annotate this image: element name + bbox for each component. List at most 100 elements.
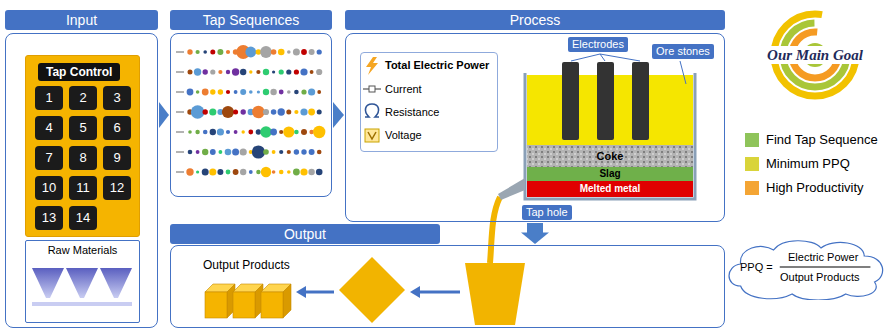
sequence-dot bbox=[301, 149, 306, 154]
flow-head bbox=[333, 102, 344, 128]
sequence-dot bbox=[242, 130, 245, 133]
sequence-dot bbox=[293, 49, 300, 56]
sequence-dot bbox=[196, 170, 199, 173]
sequence-dot bbox=[203, 69, 208, 74]
panel: Tap Sequences bbox=[170, 10, 332, 197]
sequence-dot bbox=[252, 145, 265, 158]
sequence-dot bbox=[196, 50, 200, 54]
panel-body bbox=[170, 33, 332, 197]
row-mark bbox=[176, 51, 184, 53]
sequence-dot bbox=[317, 90, 321, 94]
legend-swatch bbox=[745, 181, 759, 195]
sequence-dot bbox=[187, 89, 194, 96]
part-label: Slag bbox=[599, 168, 620, 180]
sequence-dot bbox=[203, 50, 207, 54]
part-label: Tap hole bbox=[522, 205, 572, 220]
flow-head bbox=[521, 232, 549, 244]
raw-materials-box: Raw Materials bbox=[25, 240, 140, 323]
sequence-dot bbox=[196, 90, 200, 94]
sequence-dot bbox=[260, 126, 272, 138]
tap-control-panel: Tap Control1234567891011121314 bbox=[25, 55, 140, 237]
legend-text: Find Tap Sequence bbox=[766, 132, 878, 148]
ingot-front bbox=[233, 292, 255, 318]
sequence-dot bbox=[294, 90, 299, 95]
sequence-dot bbox=[217, 128, 224, 135]
sequence-dot bbox=[279, 69, 284, 74]
sequence-dot bbox=[240, 169, 246, 175]
button-number: 5 bbox=[69, 116, 97, 140]
sequence-dot bbox=[252, 106, 265, 119]
panel: Output bbox=[170, 224, 725, 328]
sequence-dot bbox=[272, 70, 275, 73]
sequence-dot bbox=[260, 46, 272, 58]
sequence-dot bbox=[245, 47, 256, 58]
sequence-dot bbox=[240, 69, 246, 75]
sequence-dot bbox=[310, 70, 314, 74]
formula-left: PPQ = bbox=[740, 261, 773, 274]
sequence-dot bbox=[283, 126, 294, 137]
sequence-dot bbox=[271, 49, 277, 55]
sequence-dot bbox=[234, 90, 238, 94]
sequence-dot bbox=[257, 90, 260, 93]
sequence-dot bbox=[232, 149, 239, 156]
sequence-dot bbox=[187, 49, 192, 54]
sequence-dot bbox=[188, 150, 193, 155]
sequence-dot bbox=[249, 70, 252, 73]
sequence-dot bbox=[287, 90, 291, 94]
tap-button: 8 bbox=[69, 146, 97, 170]
sequence-dot bbox=[263, 149, 269, 155]
panel-title: Tap Sequences bbox=[170, 10, 332, 30]
tap-button: 11 bbox=[69, 176, 97, 200]
flow-arrow bbox=[521, 223, 549, 244]
sequence-dot bbox=[188, 130, 192, 134]
melt-stream bbox=[490, 197, 500, 263]
sequence-dot bbox=[217, 49, 223, 55]
power-icons bbox=[363, 57, 381, 142]
panel-body bbox=[170, 245, 725, 328]
sequence-dot bbox=[317, 49, 322, 54]
part-label: Electrodes bbox=[568, 37, 628, 52]
button-number: 4 bbox=[35, 116, 63, 140]
ingot-front bbox=[205, 292, 227, 318]
raw-funnels bbox=[32, 268, 132, 306]
sequence-dot bbox=[218, 89, 223, 94]
sequence-dot bbox=[287, 50, 291, 54]
sequence-dot bbox=[271, 109, 277, 115]
sequence-dot bbox=[188, 70, 193, 75]
sequence-dot bbox=[202, 149, 208, 155]
button-number: 7 bbox=[35, 146, 63, 170]
sequence-dot bbox=[287, 150, 291, 154]
sequence-dot bbox=[210, 149, 216, 155]
fraction-bar bbox=[780, 267, 871, 268]
sequence-dot bbox=[294, 110, 298, 114]
panel-title: Process bbox=[345, 10, 725, 30]
sequence-dot bbox=[191, 105, 205, 119]
sequence-dot bbox=[261, 167, 271, 177]
button-number: 8 bbox=[69, 146, 97, 170]
sequence-dot bbox=[202, 89, 209, 96]
sequence-dot bbox=[270, 89, 276, 95]
quantity-name: Resistance bbox=[385, 105, 439, 119]
panel-header: Input bbox=[5, 10, 158, 30]
sequence-dot bbox=[279, 150, 283, 154]
legend-text: High Productivity bbox=[766, 180, 864, 196]
sequence-dot bbox=[278, 49, 285, 56]
sequence-dot bbox=[210, 50, 215, 55]
sequence-dot bbox=[309, 149, 315, 155]
row-mark bbox=[176, 71, 184, 73]
sequence-dot bbox=[263, 69, 269, 75]
sequence-dot bbox=[300, 168, 307, 175]
tap-button: 1 bbox=[35, 86, 63, 110]
sequence-dot bbox=[272, 170, 276, 174]
formula-numerator: Electric Power bbox=[788, 251, 858, 264]
sequence-dot bbox=[287, 170, 291, 174]
button-number: 12 bbox=[103, 176, 131, 200]
button-number: 11 bbox=[69, 176, 97, 200]
tap-button: 2 bbox=[69, 86, 97, 110]
sequence-dot bbox=[225, 149, 232, 156]
button-number: 1 bbox=[35, 86, 63, 110]
sequence-dot bbox=[240, 89, 246, 95]
sequence-dot bbox=[226, 130, 230, 134]
tap-button: 12 bbox=[103, 176, 131, 200]
sequence-dot bbox=[219, 150, 223, 154]
